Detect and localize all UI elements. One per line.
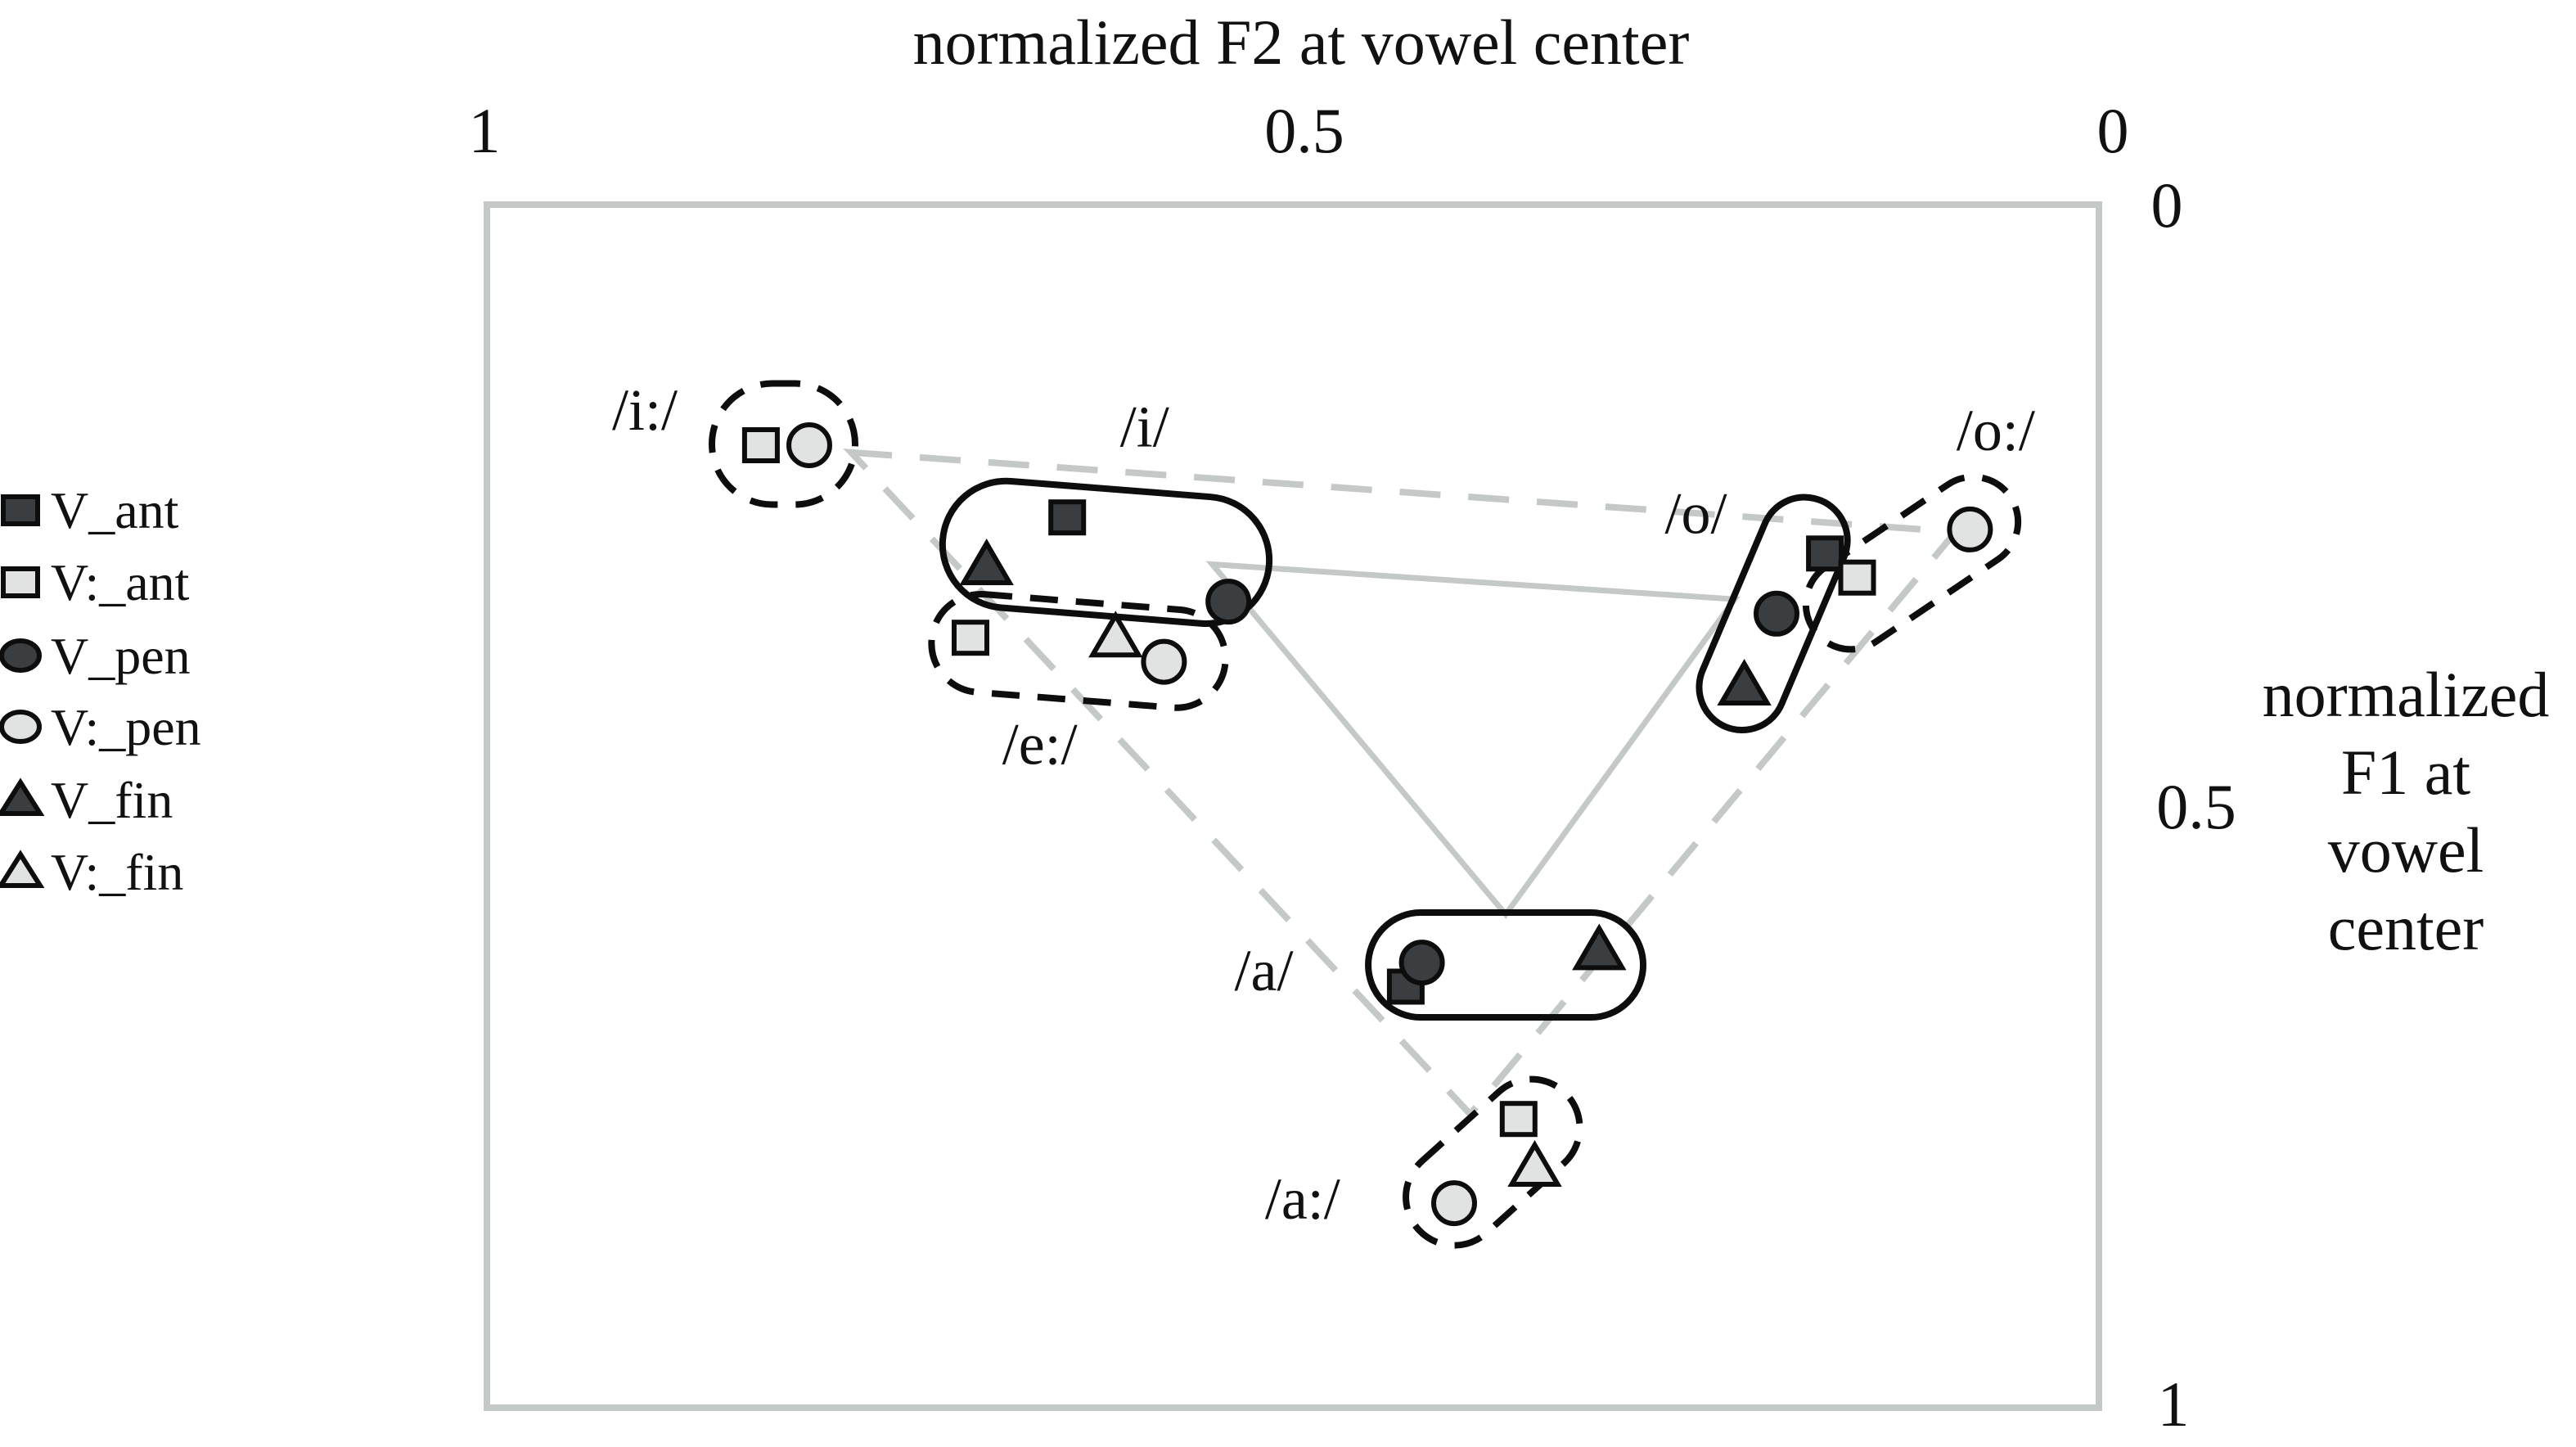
x-tick-1: 1: [469, 95, 501, 166]
cluster-hull-a: [1365, 909, 1647, 1021]
light-square-marker: [1838, 559, 1876, 596]
vowel-label-i: /i/: [1120, 394, 1169, 459]
cluster-hull-e-long: [928, 590, 1229, 711]
long-vowel-triangle: [843, 449, 1962, 1120]
y-tick-0: 0: [2151, 169, 2183, 241]
y-tick-1: 1: [2158, 1368, 2190, 1440]
dark-triangle-marker: [1717, 659, 1772, 705]
vowel-label-o-long: /o:/: [1957, 398, 2035, 463]
vowel-label-i-long: /i:/: [612, 377, 678, 443]
y-axis-title-line-1: normalized: [2263, 659, 2550, 730]
dark-square-marker: [1806, 535, 1844, 572]
light-circle-marker: [1141, 638, 1187, 685]
cluster-hull-i-long: [708, 380, 858, 508]
legend-item-v-fin: V_fin: [0, 771, 173, 829]
cluster-hull-a-long: [1403, 1075, 1583, 1249]
vowel-label-e-long: /e:/: [1002, 712, 1078, 778]
data-points-layer: [741, 422, 1993, 1227]
x-axis-title: normalized F2 at vowel center: [913, 7, 1690, 78]
legend-item-v-long-ant: V:_ant: [1, 553, 190, 611]
legend-item-v-ant: V_ant: [1, 481, 179, 539]
cluster-hulls-layer: [708, 380, 2022, 1249]
light-triangle-marker: [1507, 1140, 1562, 1187]
y-tick-0_5: 0.5: [2156, 771, 2236, 842]
light-square-marker: [952, 620, 989, 656]
x-axis-ticks: 1 0.5 0: [469, 95, 2129, 166]
connection-lines-layer: [843, 449, 1962, 1120]
x-tick-0: 0: [2097, 95, 2129, 166]
short-vowel-triangle: [1205, 561, 1741, 919]
legend-label: V:_fin: [51, 843, 183, 901]
cluster-hull-o-long: [1802, 473, 2022, 653]
legend-label: V_ant: [51, 481, 179, 539]
light-triangle-icon: [0, 850, 45, 888]
plot-border: [484, 201, 2102, 1411]
legend-item-v-long-fin: V:_fin: [0, 843, 183, 901]
y-axis-title-line-2: F1 at: [2341, 737, 2471, 808]
vowel-label-a-long: /a:/: [1265, 1166, 1340, 1232]
dark-circle-icon: [0, 638, 42, 673]
dark-square-icon: [1, 494, 40, 526]
legend-label: V_fin: [51, 771, 173, 829]
vowel-label-o: /o/: [1664, 480, 1727, 546]
light-circle-icon: [0, 710, 42, 744]
y-axis-title-line-4: center: [2328, 892, 2484, 963]
dark-circle-marker: [1754, 590, 1799, 637]
vowel-label-a: /a/: [1235, 938, 1294, 1003]
light-square-marker: [741, 427, 780, 463]
legend-label: V:_pen: [51, 698, 201, 756]
light-triangle-marker: [1088, 611, 1143, 658]
legend-item-v-pen: V_pen: [0, 627, 191, 685]
y-axis-ticks: 0 0.5 1: [2151, 169, 2236, 1440]
light-square-icon: [1, 566, 40, 598]
legend-item-v-long-pen: V:_pen: [0, 698, 201, 756]
cluster-hull-i: [939, 477, 1273, 627]
x-tick-0_5: 0.5: [1264, 95, 1344, 166]
dark-triangle-icon: [0, 778, 45, 816]
legend-label: V:_ant: [51, 553, 190, 611]
light-square-marker: [1499, 1101, 1538, 1138]
cluster-labels-layer: /i:/ /i/ /e:/ /o/ /o:/ /a/ /a:/: [612, 377, 2035, 1232]
dark-triangle-marker: [959, 539, 1014, 585]
dark-circle-marker: [1398, 940, 1445, 986]
light-circle-marker: [1431, 1180, 1477, 1227]
y-axis-title-line-3: vowel: [2328, 814, 2484, 886]
legend: V_ant V:_ant V_pen V:_pen V_fin V:_fin: [0, 481, 201, 901]
light-circle-marker: [1947, 506, 1993, 552]
light-circle-marker: [786, 422, 832, 468]
y-axis-title: normalized F1 at vowel center: [2263, 659, 2550, 963]
dark-circle-marker: [1205, 579, 1252, 625]
dark-square-marker: [1048, 499, 1087, 536]
dark-triangle-marker: [1572, 923, 1627, 971]
legend-label: V_pen: [51, 627, 191, 685]
